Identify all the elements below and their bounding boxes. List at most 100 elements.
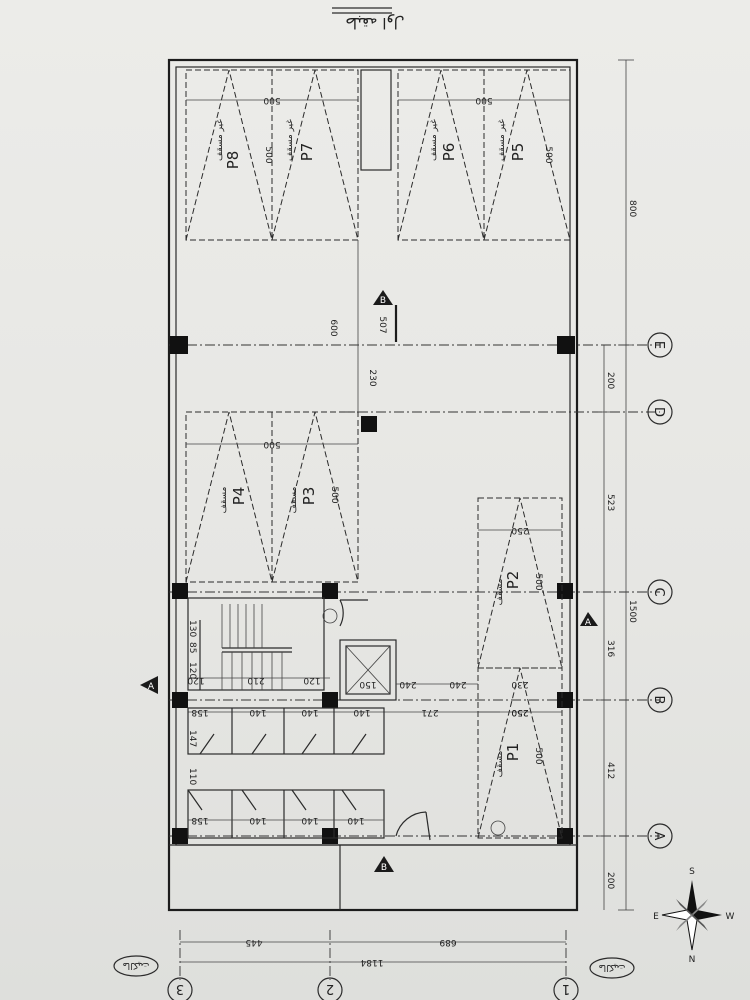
door-leaf bbox=[425, 811, 431, 841]
column bbox=[322, 828, 338, 844]
parking-note-p8: غیر مسقف bbox=[215, 119, 225, 161]
section-mark: A bbox=[585, 618, 592, 628]
section-arrow-icon bbox=[580, 612, 598, 626]
parking-note-p7: غیر مسقف bbox=[285, 119, 295, 161]
dim-label: 240 bbox=[449, 679, 466, 689]
column bbox=[557, 692, 573, 708]
axis-bubble-1 bbox=[553, 977, 579, 1000]
dim-label: 500 bbox=[475, 95, 492, 105]
door-swing bbox=[339, 599, 344, 627]
parking-group-right: 250 250 bbox=[477, 497, 563, 839]
dim-label: 1184 bbox=[360, 957, 383, 967]
dim-label: 210 bbox=[247, 675, 264, 685]
compass-w: W bbox=[726, 912, 735, 922]
dim-label: 500 bbox=[533, 747, 543, 764]
dim-label: 140 bbox=[249, 707, 266, 717]
elevator: 150 bbox=[339, 639, 397, 701]
plan-title: طبقه اول bbox=[332, 7, 405, 32]
dim-label: 250 bbox=[511, 707, 528, 717]
elevator-shaft bbox=[339, 639, 397, 701]
parking-triangle-p7 bbox=[271, 69, 359, 241]
dim-label: 500 bbox=[263, 439, 280, 449]
parking-note-p5: غیر مسقف bbox=[497, 119, 507, 161]
dim-label: 230 bbox=[367, 369, 377, 386]
bottom-dimension-chain: 445 689 1184 bbox=[180, 937, 566, 967]
parking-label-p6: P6 bbox=[440, 143, 458, 162]
compass-e: E bbox=[653, 912, 659, 922]
parking-triangle-p6 bbox=[397, 69, 485, 241]
section-markers: A A B B bbox=[140, 290, 598, 873]
dim-label: 412 bbox=[605, 762, 615, 779]
dim-label: 140 bbox=[301, 707, 318, 717]
axis-label-b: B bbox=[651, 696, 666, 705]
axis-label-e: E bbox=[651, 341, 666, 349]
compass-s: S bbox=[689, 867, 695, 877]
parking-triangle-p2 bbox=[477, 497, 563, 669]
section-mark: A bbox=[148, 682, 155, 692]
dim-label: 271 bbox=[421, 707, 438, 717]
axis-bubble-3 bbox=[167, 977, 193, 1000]
dim-label: 140 bbox=[301, 815, 318, 825]
title-text: طبقه اول bbox=[345, 14, 404, 32]
parking-note-p1: مسقف bbox=[495, 750, 505, 777]
dim-label: 500 bbox=[533, 573, 543, 590]
storage-row-top bbox=[187, 707, 385, 755]
elevator-car bbox=[345, 645, 391, 695]
axis-label-d: D bbox=[651, 407, 666, 417]
parking-label-p2: P2 bbox=[504, 571, 522, 590]
parking-triangle-p8 bbox=[185, 69, 273, 241]
column bbox=[361, 416, 377, 432]
dim-label: 316 bbox=[605, 640, 615, 657]
dim-label: 500 bbox=[263, 95, 280, 105]
dim-label: 158 bbox=[191, 707, 208, 717]
dim-label: 85 bbox=[187, 642, 197, 653]
dim-label: 500 bbox=[329, 486, 339, 503]
section-arrow-icon bbox=[373, 290, 393, 305]
dim-label: 158 bbox=[191, 815, 208, 825]
dim-label: 500 bbox=[263, 146, 273, 163]
dim-label: 240 bbox=[399, 679, 416, 689]
parking-label-p4: P4 bbox=[230, 487, 248, 506]
section-arrow-icon bbox=[374, 856, 394, 872]
parking-note-p2: مسقف bbox=[495, 578, 505, 605]
dim-label: 120 bbox=[187, 662, 197, 679]
entry-door bbox=[395, 811, 431, 841]
parking-triangle-p4 bbox=[185, 411, 273, 583]
dim-row-b: 240 240 230 bbox=[396, 679, 529, 689]
building-wall bbox=[175, 66, 571, 846]
axis-bubble-b bbox=[647, 687, 673, 713]
axis-bubble-a bbox=[647, 823, 673, 849]
stair-door bbox=[322, 599, 368, 627]
symbol-icon bbox=[322, 608, 338, 624]
compass-rose-icon: S N E W bbox=[653, 867, 734, 965]
parking-label-p3: P3 bbox=[300, 487, 318, 506]
storage-units: 158 140 140 140 271 250 147 110 158 140 … bbox=[187, 707, 529, 839]
dim-label: 500 bbox=[543, 146, 553, 163]
storage-row-bottom bbox=[187, 789, 385, 839]
parking-triangle-p1 bbox=[477, 667, 563, 839]
dim-label: 200 bbox=[605, 372, 615, 389]
light-shaft bbox=[360, 69, 392, 171]
dim-label: 1500 bbox=[627, 600, 637, 623]
parking-triangle-p3 bbox=[271, 411, 359, 583]
dim-label: 147 bbox=[187, 730, 197, 747]
right-dimension-chain: 800 1500 200 523 316 412 200 bbox=[598, 59, 637, 911]
axis-label-a: A bbox=[651, 832, 666, 841]
dim-label: 523 bbox=[605, 494, 615, 511]
parking-note-p4: مسقف bbox=[219, 486, 229, 513]
dim-label: 250 bbox=[511, 525, 528, 535]
dim-label: 800 bbox=[627, 200, 637, 217]
site-boundary bbox=[167, 58, 579, 912]
parking-label-p7: P7 bbox=[298, 143, 316, 162]
storage-doors bbox=[199, 733, 367, 755]
stair-treads bbox=[221, 604, 283, 690]
axis-bubble-d bbox=[647, 399, 673, 425]
dim-label: 600 bbox=[328, 319, 338, 336]
axis-label-2: 2 bbox=[326, 981, 334, 996]
compass-n: N bbox=[689, 955, 696, 965]
dim-label: 445 bbox=[245, 937, 262, 947]
owner-bubble-text: مالکیت bbox=[598, 962, 625, 972]
staircase: 130 85 120 120 210 120 bbox=[187, 597, 330, 691]
owner-bubble bbox=[589, 957, 635, 979]
